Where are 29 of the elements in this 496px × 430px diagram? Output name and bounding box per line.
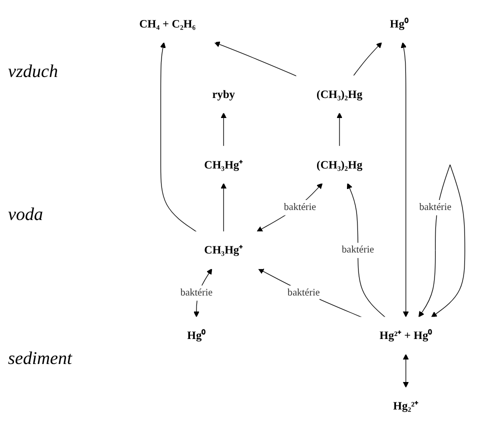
node-text: Hg₂²⁺ — [393, 400, 419, 412]
edge-label: baktérie — [180, 287, 213, 298]
arrow — [220, 112, 227, 147]
arrow — [220, 183, 227, 232]
node-text: Hg⁰ — [187, 329, 206, 342]
arrow — [258, 268, 362, 318]
arrow — [214, 42, 297, 76]
edge-label: baktérie — [419, 202, 452, 213]
arrow — [400, 42, 409, 318]
zone-label: sediment — [8, 348, 74, 369]
node-text: Hg⁰ — [390, 17, 408, 30]
node-text: Hg²⁺ + Hg⁰ — [380, 329, 432, 342]
zone-label: voda — [8, 204, 44, 226]
arrow — [336, 112, 342, 147]
node-text: CH₃Hg⁺ — [204, 244, 244, 256]
node-text: (CH₃)₂Hg — [316, 88, 362, 100]
arrow — [160, 42, 197, 232]
edge-label: baktérie — [288, 287, 320, 298]
arrow — [402, 354, 409, 388]
node-text: ryby — [212, 88, 235, 100]
node-text: CH₃Hg⁺ — [204, 158, 244, 171]
arrow — [256, 183, 323, 232]
edge-label: baktérie — [342, 244, 374, 256]
zone-label: vzduch — [8, 61, 59, 82]
arrow — [353, 42, 382, 76]
node-text: CH₄ + C₂H₆ — [139, 17, 196, 30]
arrow — [346, 183, 386, 318]
node-text: (CH₃)₂Hg — [316, 158, 362, 171]
edge-label: baktérie — [284, 202, 316, 213]
